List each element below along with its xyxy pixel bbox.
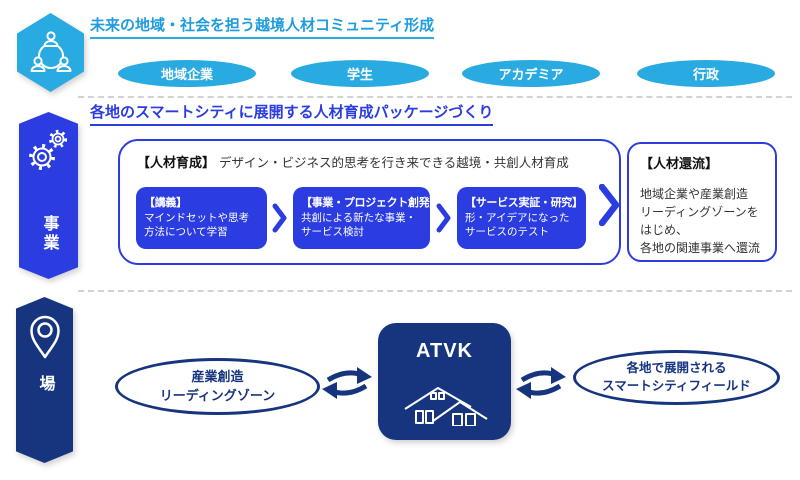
step-description: マインドセットや思考 方法について学習 (144, 212, 249, 238)
training-package-box: 【人材育成】デザイン・ビジネス的思考を行き来できる越境・共創人材育成 【講義】 … (118, 139, 621, 265)
leading-zone-oval: 産業創造 リーディングゾーン (115, 358, 320, 415)
training-step-project-creation: 【事業・プロジェクト創発】 共創による新たな事業・ サービス検討 (293, 187, 430, 249)
community-badge-regional-companies: 地域企業 (118, 60, 256, 87)
step-chevron-icon (272, 203, 287, 233)
atvk-label: ATVK (416, 340, 473, 362)
step-description: 形・アイデアになった サービスのテスト (465, 212, 570, 238)
community-badge-academia: アカデミア (462, 60, 600, 87)
map-pin-icon (29, 315, 60, 359)
step-label: 【サービス実証・研究】 (465, 197, 583, 209)
talent-return-label: 【人材還流】 (640, 156, 719, 171)
section-divider-bottom (78, 290, 792, 292)
talent-return-description: 地域企業や産業創造 リーディングゾーンをはじめ、 各地の関連事業へ還流 (640, 187, 761, 255)
training-step-service-research: 【サービス実証・研究】 形・アイデアになった サービスのテスト (457, 187, 586, 249)
training-package-heading: 【人材育成】デザイン・ビジネス的思考を行き来できる越境・共創人材育成 (137, 152, 569, 171)
cycle-arrows-icon (322, 367, 372, 399)
community-badge-government: 行政 (637, 60, 775, 87)
talent-return-box: 【人材還流】 地域企業や産業創造 リーディングゾーンをはじめ、 各地の関連事業へ… (627, 142, 777, 262)
community-hexagon (17, 13, 84, 92)
training-step-lecture: 【講義】 マインドセットや思考 方法について学習 (136, 187, 267, 249)
house-icon (403, 387, 488, 426)
step-description: 共創による新たな事業・ サービス検討 (301, 212, 417, 238)
business-title: 各地のスマートシティに展開する人材育成パッケージづくり (90, 104, 494, 126)
training-package-label: 【人材育成】 (137, 155, 216, 170)
atvk-hub: ATVK (378, 323, 511, 440)
place-hexagon: 場 (16, 297, 73, 463)
cycle-arrows-icon (516, 367, 566, 399)
smartcity-field-oval: 各地で展開される スマートシティフィールド (573, 350, 780, 405)
business-hexagon: 事業 (19, 112, 78, 279)
community-title: 未来の地域・社会を担う越境人材コミュニティ形成 (90, 17, 435, 39)
training-package-description: デザイン・ビジネス的思考を行き来できる越境・共創人材育成 (219, 156, 569, 170)
section-divider-top (78, 96, 792, 98)
step-chevron-icon (436, 203, 451, 233)
place-side-label: 場 (36, 375, 54, 394)
package-output-chevron-icon (599, 184, 620, 226)
business-side-label: 事業 (40, 215, 58, 253)
community-badge-students: 学生 (291, 60, 429, 87)
gears-icon (28, 129, 67, 170)
step-label: 【講義】 (144, 197, 187, 209)
people-network-icon (30, 30, 71, 72)
step-label: 【事業・プロジェクト創発】 (301, 197, 430, 209)
